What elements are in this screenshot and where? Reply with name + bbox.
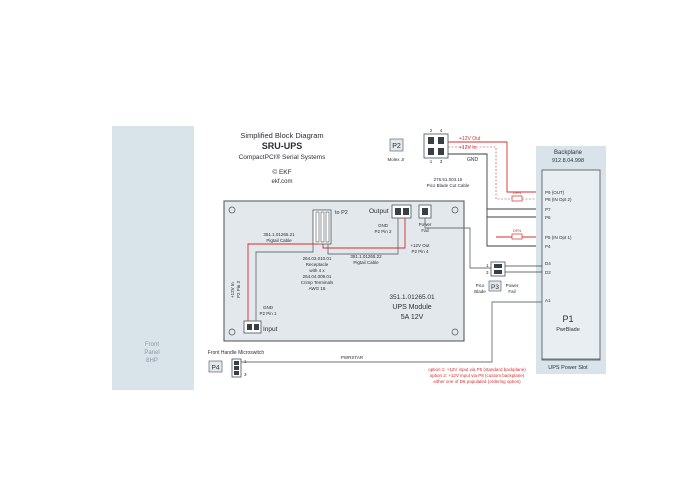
- note-line-2: option 2: +12V input via P8 (custom back…: [430, 373, 525, 378]
- p1-pin-d2: D2: [545, 270, 551, 275]
- diagram-title: Simplified Block Diagram: [240, 131, 323, 140]
- receptacle-line-1: 264.03.010.01: [303, 256, 332, 261]
- dfn-label-p5: DFN: [513, 228, 521, 233]
- receptacle-line-3: with 4 x: [309, 268, 325, 273]
- p1-pin-a1: A1: [545, 298, 551, 303]
- receptacle-connector: [312, 209, 332, 245]
- product-name: SRU-UPS: [262, 141, 303, 151]
- model-number: 351.1.01265.01: [389, 294, 435, 301]
- pigtail2-desc: Pigtail Cable: [353, 260, 379, 265]
- model-name: UPS Module: [392, 304, 431, 311]
- mount-hole-bl: [228, 328, 236, 336]
- diagram-subtitle: CompactPCI® Serial Systems: [239, 153, 327, 161]
- to-p2-label: to P2: [335, 210, 348, 216]
- p2-pin-4: 4: [440, 128, 443, 133]
- input-label: Input: [263, 326, 278, 333]
- front-panel-label-2: Panel: [144, 350, 159, 356]
- front-panel: [112, 126, 194, 390]
- wire-out-12v: [322, 218, 406, 249]
- p2-pin-3: 3: [440, 159, 443, 164]
- p4-label-box: [208, 360, 223, 373]
- p4-title: Front Handle Microswitch: [208, 350, 265, 356]
- p1-pin-p9: P9 (OUT): [545, 190, 565, 195]
- power-fail-note-2: Fail: [421, 228, 428, 233]
- copyright: © EKF: [272, 168, 291, 176]
- wire-p4-a1: [241, 301, 542, 363]
- p3-pf-2: Fail: [508, 289, 515, 294]
- pwrblade-connector: [541, 169, 601, 361]
- front-panel-label-1: Front: [145, 342, 159, 348]
- input-12v-note-1: +12V In: [230, 282, 235, 298]
- note-line-1: option 1: +12V input via P5 (standard ba…: [428, 367, 526, 372]
- p2-connector-body: [423, 133, 449, 159]
- ups-module-box: [223, 200, 465, 342]
- p2-12v-out-label: +12V Out: [459, 136, 481, 142]
- out12v-note-1: +12V Out: [410, 243, 430, 248]
- p3-pico-2: Blade: [474, 289, 486, 294]
- wire-out-gnd: [327, 218, 399, 255]
- receptacle-line-4: 264.04.009.01: [303, 274, 332, 279]
- receptacle-line-5: Crimp Terminals: [301, 280, 334, 285]
- p1-pin-p5: P5 (IN Opt 1): [545, 235, 572, 240]
- p2-pin-2: 2: [430, 128, 433, 133]
- input-gnd-note-1: GND: [263, 305, 274, 310]
- ups-power-slot-label: UPS Power Slot: [548, 365, 588, 371]
- wire-p2-12v-out: [448, 141, 542, 193]
- resistor-p5: [511, 233, 523, 240]
- pigtail2-part: 351.1.01265.22: [350, 254, 382, 259]
- dfn-label-p8: DFN: [513, 190, 521, 195]
- input-12v-note-2: P2 Pin 3: [236, 280, 241, 298]
- p4-label: P4: [212, 365, 220, 372]
- p1-pin-p7: P7: [545, 207, 551, 212]
- wire-input-12v: [247, 243, 318, 321]
- backplane-title: Backplane: [554, 150, 583, 156]
- backplane-part: 912.8.04.998: [552, 158, 584, 164]
- model-rating: 5A 12V: [401, 314, 424, 321]
- receptacle-line-6: AWG 18: [309, 286, 326, 291]
- wire-pico-cable: [424, 218, 491, 269]
- p2-12v-in-label: +12V In: [459, 145, 477, 151]
- p4-pin-3: 3: [244, 372, 247, 377]
- p1-label: P1: [562, 314, 573, 324]
- mount-hole-tl: [228, 206, 236, 214]
- wire-input-gnd: [255, 244, 314, 321]
- note-line-3: either one of D6 populated (ordering opt…: [433, 379, 521, 384]
- p1-pin-d4: D4: [545, 261, 551, 266]
- wire-p2-12v-in: [448, 146, 542, 200]
- p2-label-box: [389, 138, 404, 152]
- resistor-p8: [511, 195, 523, 202]
- p1-pin-p8: P8 (IN Opt 2): [545, 197, 572, 202]
- website: ekf.com: [271, 179, 292, 185]
- p3-pico-1: Pico: [476, 283, 485, 288]
- pigtail1-part: 351.1.01265.21: [263, 232, 295, 237]
- p3-label-box: [488, 280, 502, 292]
- p4-pin-1: 1: [244, 359, 247, 364]
- front-panel-label-3: 8HP: [146, 358, 158, 364]
- mount-hole-br: [451, 328, 459, 336]
- output-label: Output: [369, 208, 389, 215]
- p2-part: Molex Jr: [387, 157, 405, 162]
- p4-signal-label: PWRSTAR: [341, 355, 364, 360]
- p3-pin-1: 1: [486, 263, 489, 268]
- output-gnd-note-1: GND: [378, 223, 389, 228]
- output-gnd-note-2: P2 Pin 2: [374, 229, 392, 234]
- p3-pin-3: 3: [486, 270, 489, 275]
- cable-desc: Pico Blade Cut Cable: [427, 183, 470, 188]
- input-gnd-note-2: P2 Pin 1: [259, 311, 277, 316]
- cable-part: 276.51.003.15: [434, 177, 463, 182]
- wire-p2-gnd: [448, 153, 542, 247]
- p1-pin-p6: P6: [545, 215, 551, 220]
- p3-label: P3: [491, 284, 499, 291]
- mount-hole-tr: [451, 206, 459, 214]
- p1-name: PwrBlade: [556, 327, 580, 333]
- receptacle-line-2: Receptacle: [306, 262, 329, 267]
- p1-pin-p4: P4: [545, 244, 551, 249]
- p3-pf-1: Power: [506, 283, 519, 288]
- p2-label: P2: [392, 143, 401, 150]
- p2-pin-1: 1: [430, 159, 433, 164]
- out12v-note-2: P2 Pin 4: [411, 249, 429, 254]
- p2-gnd-label: GND: [467, 157, 479, 163]
- pigtail1-desc: Pigtail Cable: [266, 238, 292, 243]
